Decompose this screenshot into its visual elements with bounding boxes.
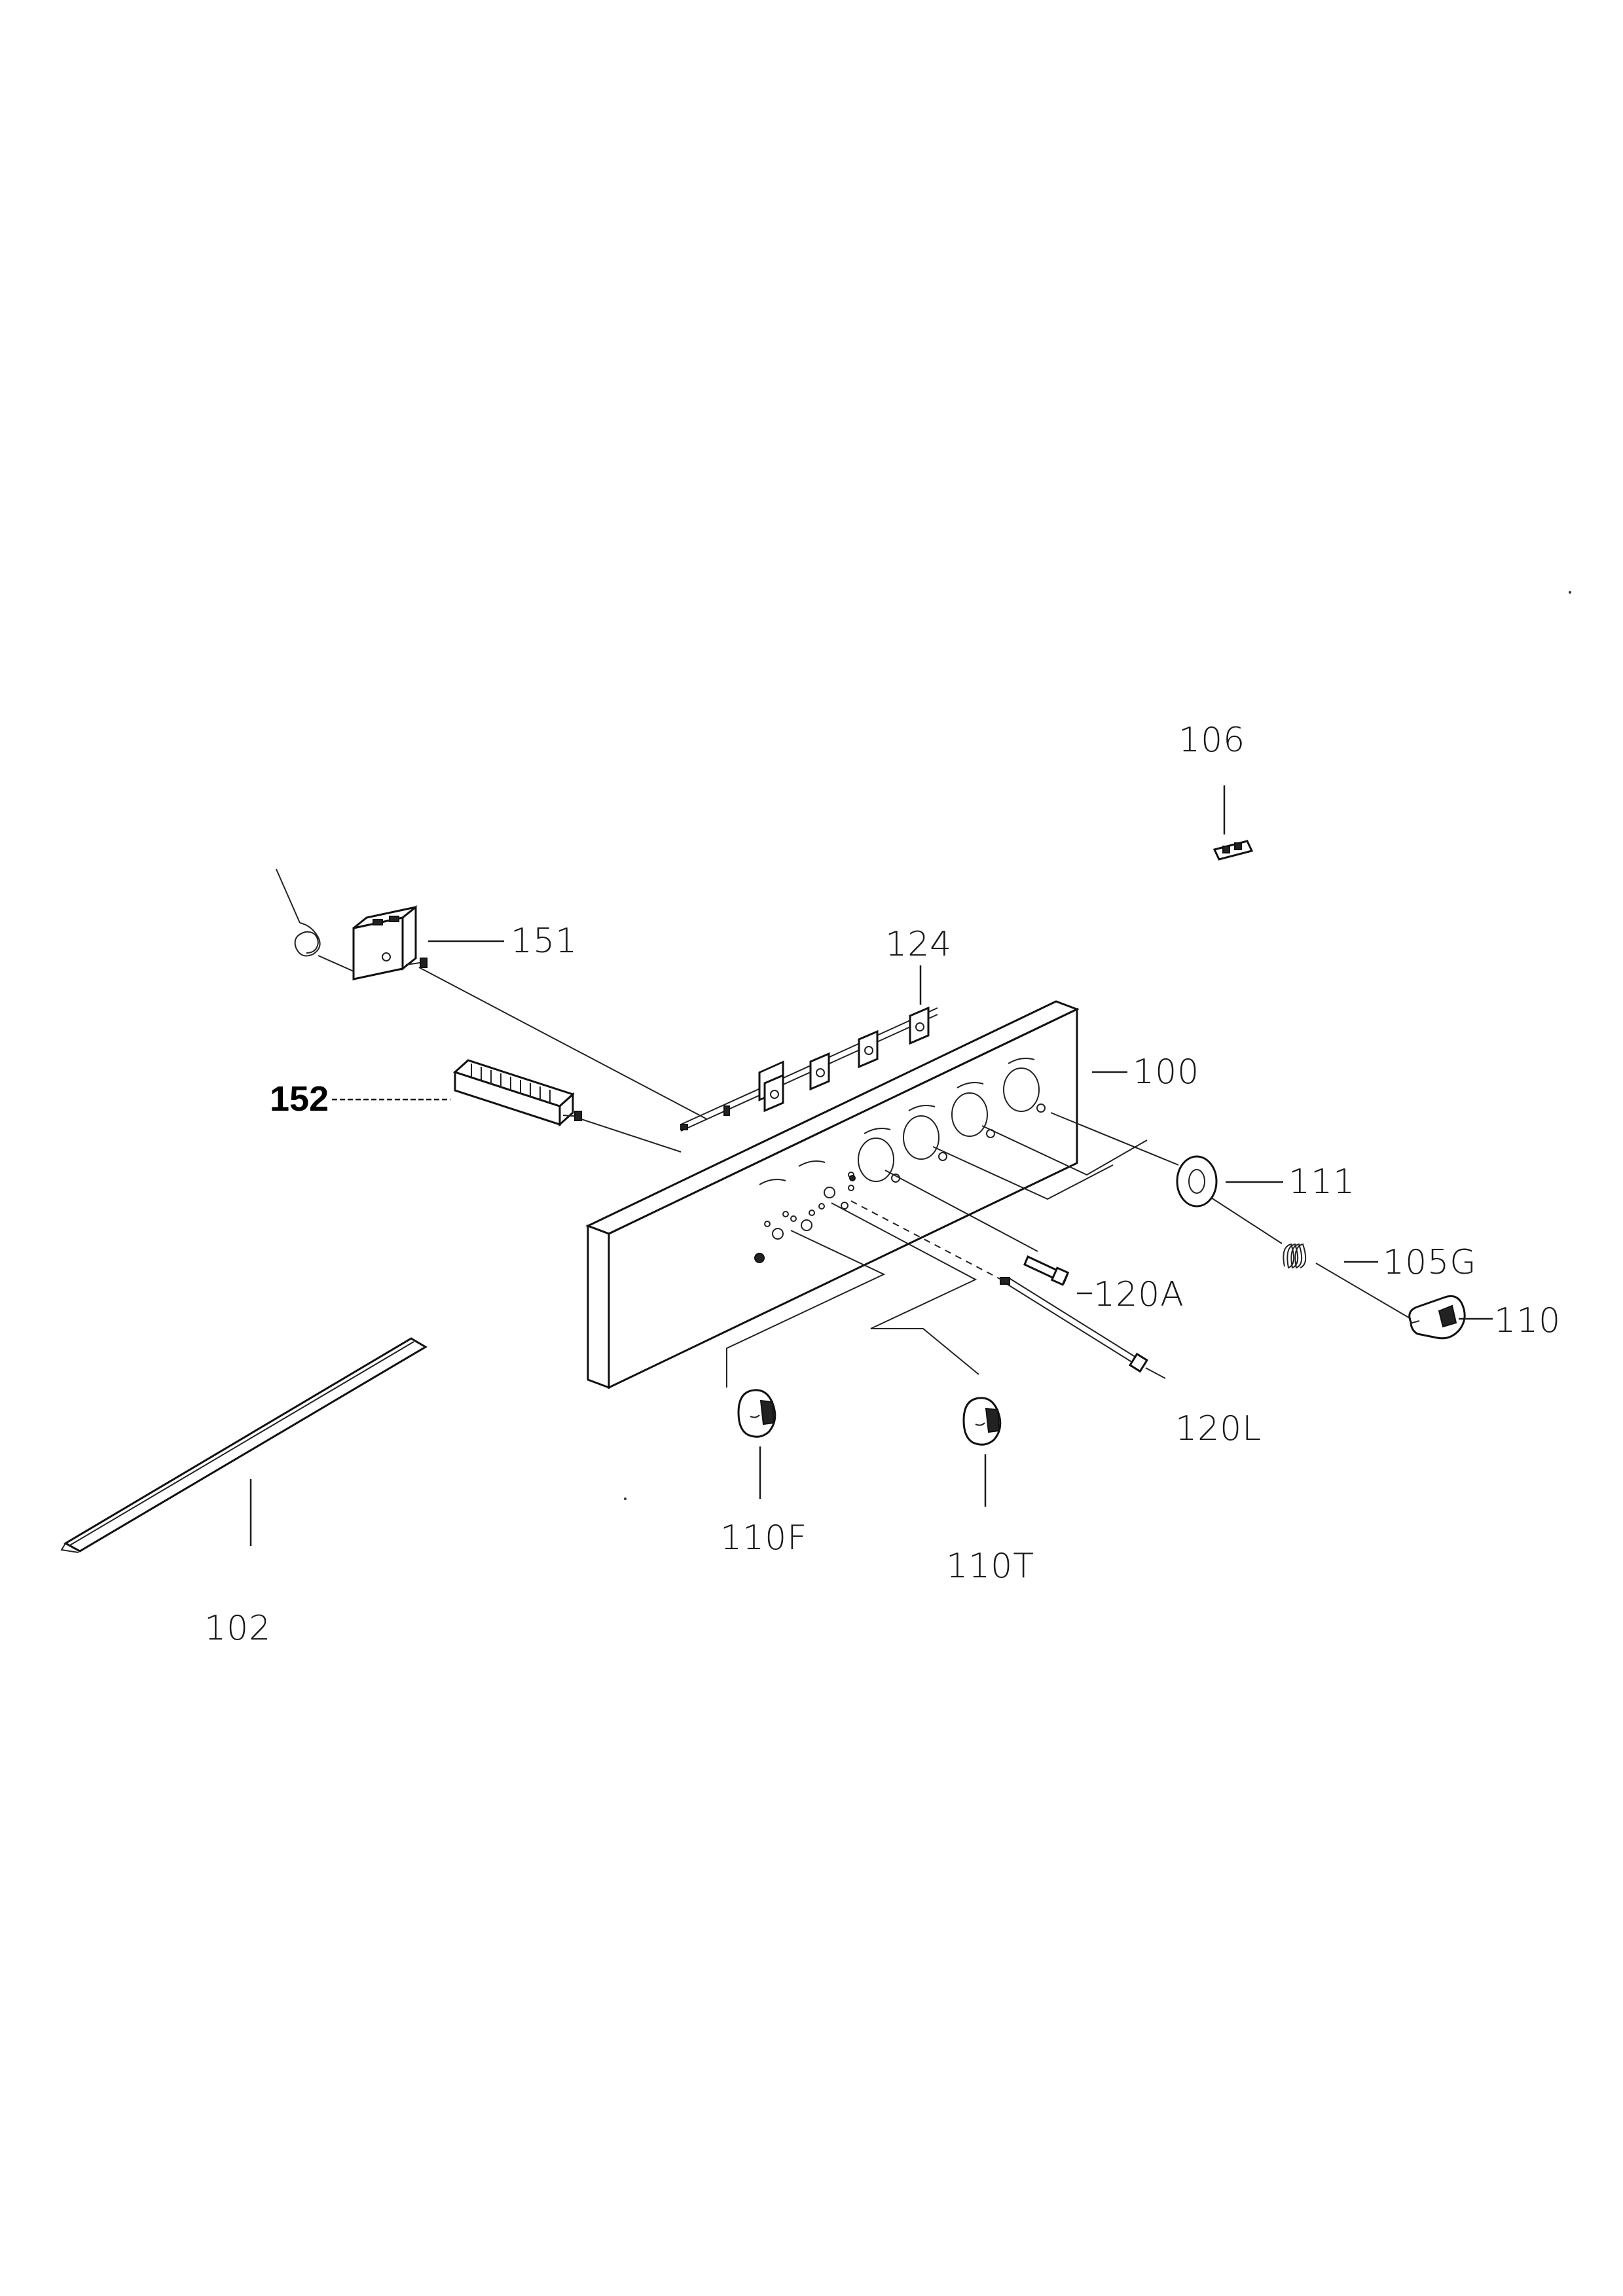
knob-110T: [962, 1397, 1002, 1446]
label-152: 152: [270, 1079, 329, 1119]
leader-lines: [249, 785, 1493, 1546]
label-151: 151: [511, 922, 577, 961]
bezel-ring-111: [1176, 1155, 1218, 1208]
speck: [1569, 591, 1571, 594]
knob-110: [1408, 1295, 1466, 1340]
label-120A: 120A: [1093, 1275, 1184, 1314]
speck: [624, 1498, 627, 1500]
terminal-block-152: [453, 1059, 582, 1127]
knob-110F: [737, 1389, 776, 1438]
label-105G: 105G: [1383, 1243, 1477, 1282]
label-110T: 110T: [946, 1547, 1034, 1586]
label-110: 110: [1494, 1301, 1561, 1340]
label-124: 124: [885, 925, 952, 964]
switch-151: [276, 869, 428, 980]
clip-106: [1213, 840, 1254, 861]
label-106: 106: [1178, 721, 1245, 760]
label-110F: 110F: [720, 1518, 807, 1558]
rod-120A: [1023, 1255, 1070, 1286]
label-102: 102: [204, 1609, 271, 1648]
trim-strip-102: [60, 1337, 428, 1553]
label-111: 111: [1288, 1162, 1355, 1202]
label-100: 100: [1133, 1052, 1199, 1092]
spring-105G: [1283, 1243, 1307, 1269]
rod-120L: [1000, 1277, 1148, 1373]
control-panel-100: [585, 1000, 1080, 1390]
label-120L: 120L: [1175, 1409, 1262, 1448]
bracket-strip-124: [680, 1006, 938, 1132]
